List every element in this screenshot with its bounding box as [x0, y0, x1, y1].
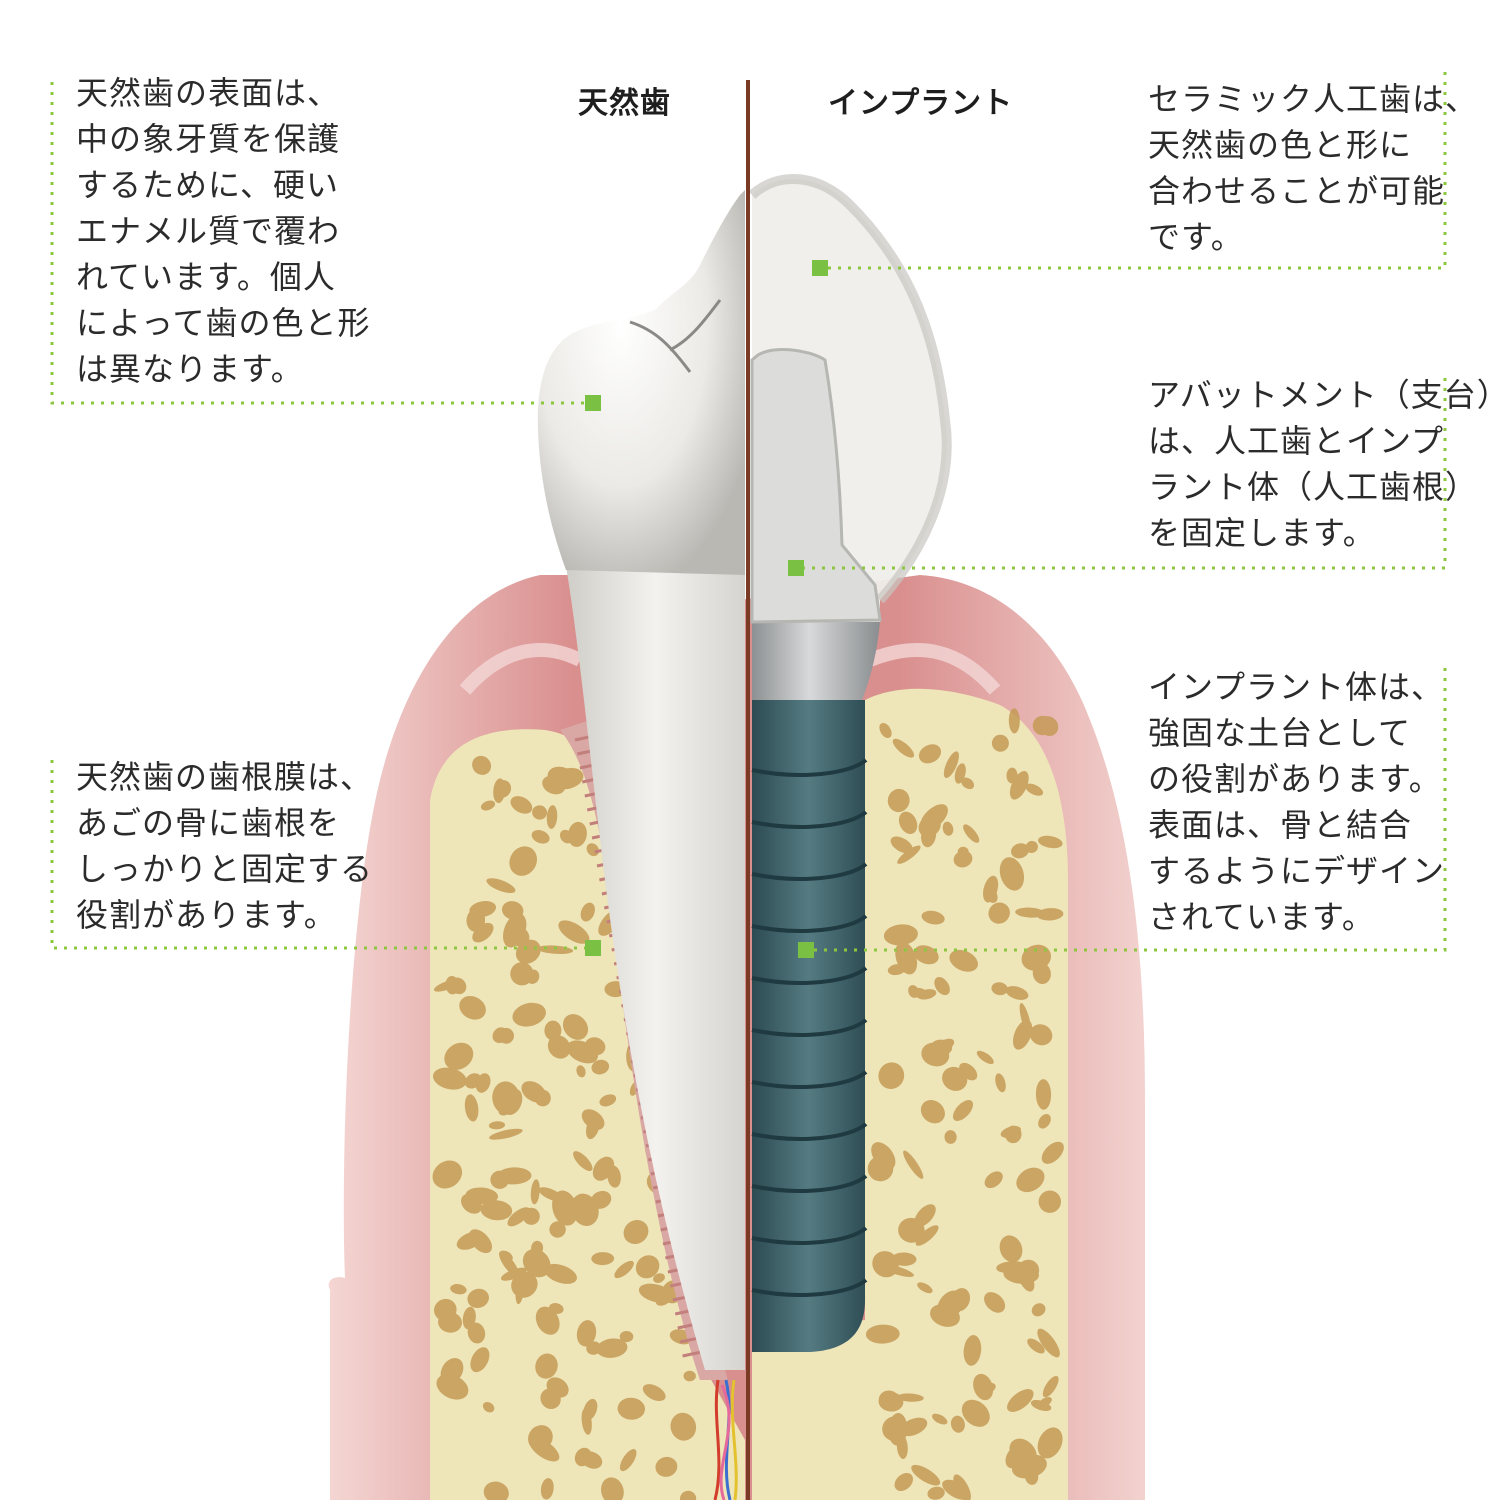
natural-tooth-fissure [629, 299, 722, 373]
marker-crown [812, 260, 828, 276]
natural-tooth-root [565, 560, 745, 1370]
heading-natural-tooth: 天然歯 [578, 86, 671, 121]
nerve-bundle [713, 1379, 738, 1500]
marker-ligament [585, 940, 601, 956]
annotation-natural-enamel: 天然歯の表面は、 中の象牙質を保護 するために、硬い エナメル質で覆わ れていま… [76, 74, 371, 388]
gum-fiber-fringe-left [459, 643, 584, 695]
leader-implant [806, 668, 1447, 952]
leader-enamel [50, 82, 593, 405]
marker-enamel [585, 395, 601, 411]
bone-trabecular-pores [432, 708, 1064, 1500]
leader-crown [820, 72, 1447, 270]
marker-implant [798, 942, 814, 958]
ceramic-crown-shading [748, 174, 952, 604]
implant-body [752, 700, 865, 1352]
markers [585, 260, 828, 958]
abutment-post [750, 348, 882, 624]
natural-tooth-crown [537, 190, 745, 575]
annotation-abutment: アバットメント（支台） は、人工歯とインプ ラント体（人工歯根） を固定します。 [1148, 376, 1500, 552]
heading-implant: インプラント [828, 86, 1014, 121]
leader-abutment [796, 378, 1447, 570]
annotation-implant-body: インプラント体は、 強固な土台として の役割があります。 表面は、骨と結合 する… [1148, 668, 1446, 936]
gum-fiber-fringe-right [867, 643, 1001, 695]
annotation-natural-ligament: 天然歯の歯根膜は、 あごの骨に歯根を しっかりと固定する 役割があります。 [76, 758, 374, 934]
implant-threads [751, 758, 868, 1297]
leader-lines [50, 72, 1447, 952]
annotation-ceramic-crown: セラミック人工歯は、 天然歯の色と形に 合わせることが可能 です。 [1148, 80, 1479, 256]
abutment-collar [752, 620, 880, 700]
leader-ligament [50, 760, 593, 950]
marker-abutment [788, 560, 804, 576]
